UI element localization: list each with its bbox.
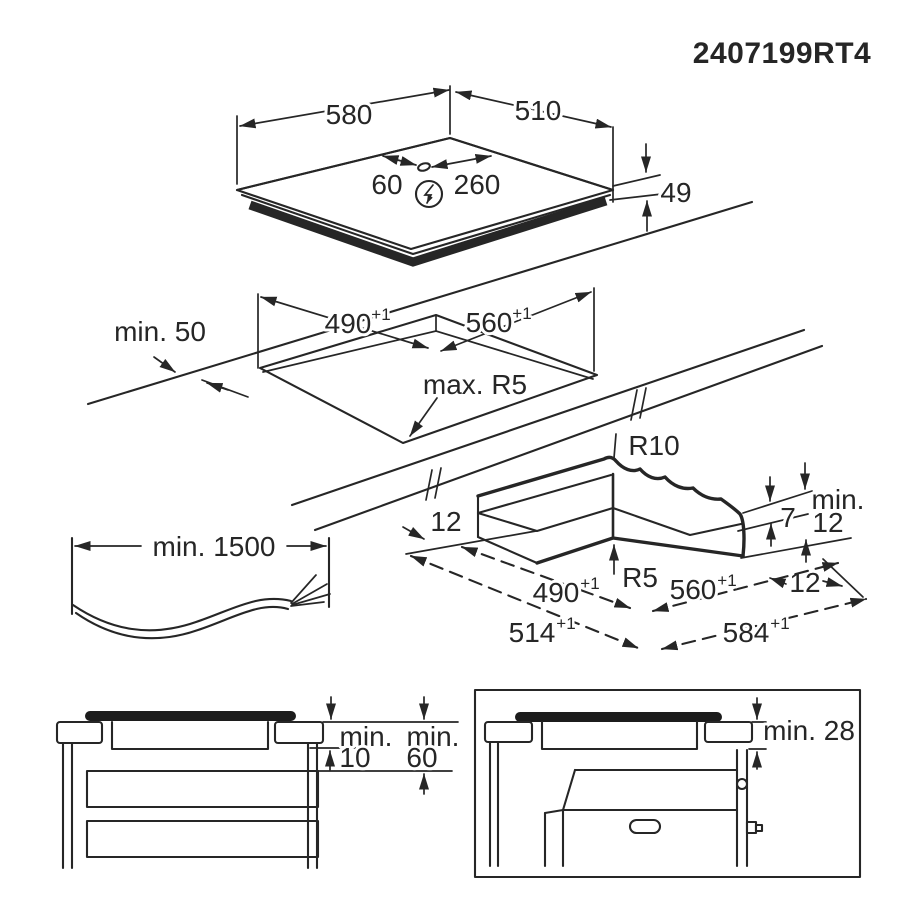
break-marks-icon [425, 387, 647, 501]
hob-glass-back-edges [235, 136, 615, 192]
dim-hob-width: 580 [326, 99, 373, 130]
dim-hob-depth: 510 [515, 95, 562, 126]
leader-corner-radius [409, 397, 438, 437]
hob-diagram: 580 510 60 260 49 [235, 85, 695, 267]
hob-body-section [110, 720, 270, 751]
dim-line-cut-width [260, 296, 429, 349]
dim-overall-depth-tol: +1 [770, 614, 789, 633]
hob-glass-section [85, 711, 296, 721]
dim-step-depth: 7 [780, 502, 796, 533]
drawer-clearance-diagram: min. 10 min. 60 [55, 696, 462, 870]
worktop-edge-lower [313, 344, 824, 532]
cutout-opening [258, 313, 599, 445]
corner-piece-top-edge [476, 455, 746, 558]
ref-cutout-edge [201, 379, 249, 398]
cutout-diagram: 490 +1 560 +1 max. R5 min. 50 [111, 287, 599, 445]
dim-cut-depth-tol: +1 [512, 304, 531, 323]
lightning-bolt-icon [423, 184, 434, 204]
worktop-right [703, 720, 754, 744]
ref-worktop-edge-left [405, 530, 537, 555]
drawer-front-1 [85, 769, 320, 809]
oven-handle [628, 818, 662, 835]
arrow-edge-gap-left [402, 526, 425, 540]
label-min-1: min. [340, 721, 393, 752]
dim-corner-cut-depth-tol: +1 [717, 571, 736, 590]
corner-detail-diagram: R10 R5 12 7 min. 12 12 490 +1 560 +1 514… [402, 427, 868, 651]
dim-conn-span: 260 [454, 169, 501, 200]
ref-step [737, 513, 809, 532]
dim-edge-gap-left: 12 [430, 506, 461, 537]
detail-frame [473, 688, 862, 879]
dim-conn-offset: 60 [371, 169, 402, 200]
worktop-edge-upper [290, 328, 806, 507]
dim-line-conn-span [431, 153, 492, 170]
cutout-inner-walls [262, 330, 594, 380]
dim-line-conn-offset [382, 155, 417, 166]
dim-line-overall-depth [660, 597, 868, 651]
cable-wire-ends-icon [290, 574, 331, 607]
connection-point [417, 162, 431, 172]
arrow-front-clearance-1 [153, 356, 176, 373]
oven-outline [543, 768, 739, 868]
cable-inner [74, 605, 290, 640]
worktop-left [483, 720, 534, 744]
label-min: min. [812, 484, 865, 515]
dim-cable-length: min. 1500 [153, 531, 276, 562]
dim-gap-60: 60 [406, 742, 437, 773]
ref-glass-top [612, 174, 661, 187]
label-bottom-radius: R5 [622, 562, 658, 593]
cable-diagram: min. 1500 [70, 528, 331, 640]
dim-hob-height: 49 [660, 177, 691, 208]
dim-min-thickness: 12 [812, 507, 843, 538]
electrical-connection-icon [414, 179, 444, 209]
corner-piece-step [476, 506, 743, 537]
dim-corner-cut-width: 490 [533, 577, 580, 608]
label-top-radius: R10 [628, 430, 679, 461]
leader-top-radius [613, 433, 617, 459]
cabinet-leg [488, 740, 500, 868]
dim-line-cut-depth [440, 291, 592, 352]
dim-overall-width-tol: +1 [556, 614, 575, 633]
dim-cut-depth: 560 [466, 307, 513, 338]
worktop-left [55, 720, 104, 745]
dim-cut-width-tol: +1 [371, 305, 390, 324]
cable-outer [71, 597, 293, 632]
label-corner-radius: max. R5 [423, 369, 527, 400]
drawing-number: 2407199RT4 [693, 37, 871, 70]
worktop-right [273, 720, 325, 745]
hob-base [248, 196, 608, 267]
knob-icon [745, 820, 758, 835]
hinge-icon [735, 777, 749, 791]
dim-line-width [239, 87, 450, 129]
ref-worktop-bottom [740, 537, 852, 559]
hob-glass-thickness [240, 193, 612, 256]
dim-overall-depth: 584 [723, 617, 770, 648]
ref-base-bottom [609, 193, 663, 201]
hob-body-section [540, 720, 699, 751]
hob-glass-section [515, 712, 722, 722]
dim-corner-cut-width-tol: +1 [580, 574, 599, 593]
dim-oven-gap: min. 28 [763, 715, 855, 746]
dim-line-depth [455, 90, 612, 129]
dim-corner-cut-depth: 560 [670, 574, 717, 605]
dim-gap-10: 10 [339, 742, 370, 773]
drawing-number-block: 2407199RT4 [693, 37, 871, 70]
cabinet-legs [61, 741, 319, 870]
dim-front-clearance: min. 50 [114, 316, 206, 347]
drawer-front-2 [85, 819, 320, 859]
dim-cut-width: 490 [325, 308, 372, 339]
label-min-2: min. [407, 721, 460, 752]
ref-worktop-top [742, 490, 813, 514]
oven-clearance-diagram: min. 28 [473, 688, 862, 879]
dim-overall-width: 514 [509, 617, 556, 648]
